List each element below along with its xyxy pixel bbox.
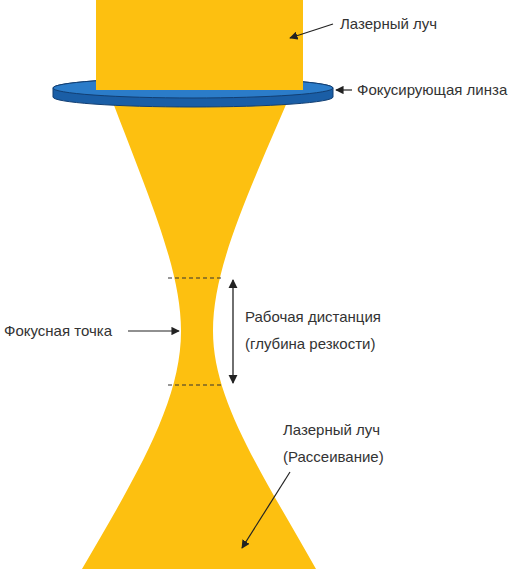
divergence-label: Лазерный луч (Рассеивание) xyxy=(283,416,411,470)
beam-label: Лазерный луч xyxy=(340,10,510,37)
depth-marker xyxy=(168,278,224,279)
leader-arrow xyxy=(242,472,290,548)
focus-label: Фокусная точка xyxy=(4,317,126,344)
laser-beam-cone xyxy=(82,100,316,569)
laser-beam xyxy=(96,0,303,90)
distance-label: Рабочая дистанция (глубина резкости) xyxy=(245,303,395,357)
leader-arrow xyxy=(336,89,352,90)
dimension-arrow xyxy=(232,280,233,383)
leader-arrow xyxy=(290,24,333,38)
depth-marker xyxy=(168,385,224,386)
leader-arrow xyxy=(128,330,179,331)
lens-label: Фокусирующая линза xyxy=(357,76,522,103)
